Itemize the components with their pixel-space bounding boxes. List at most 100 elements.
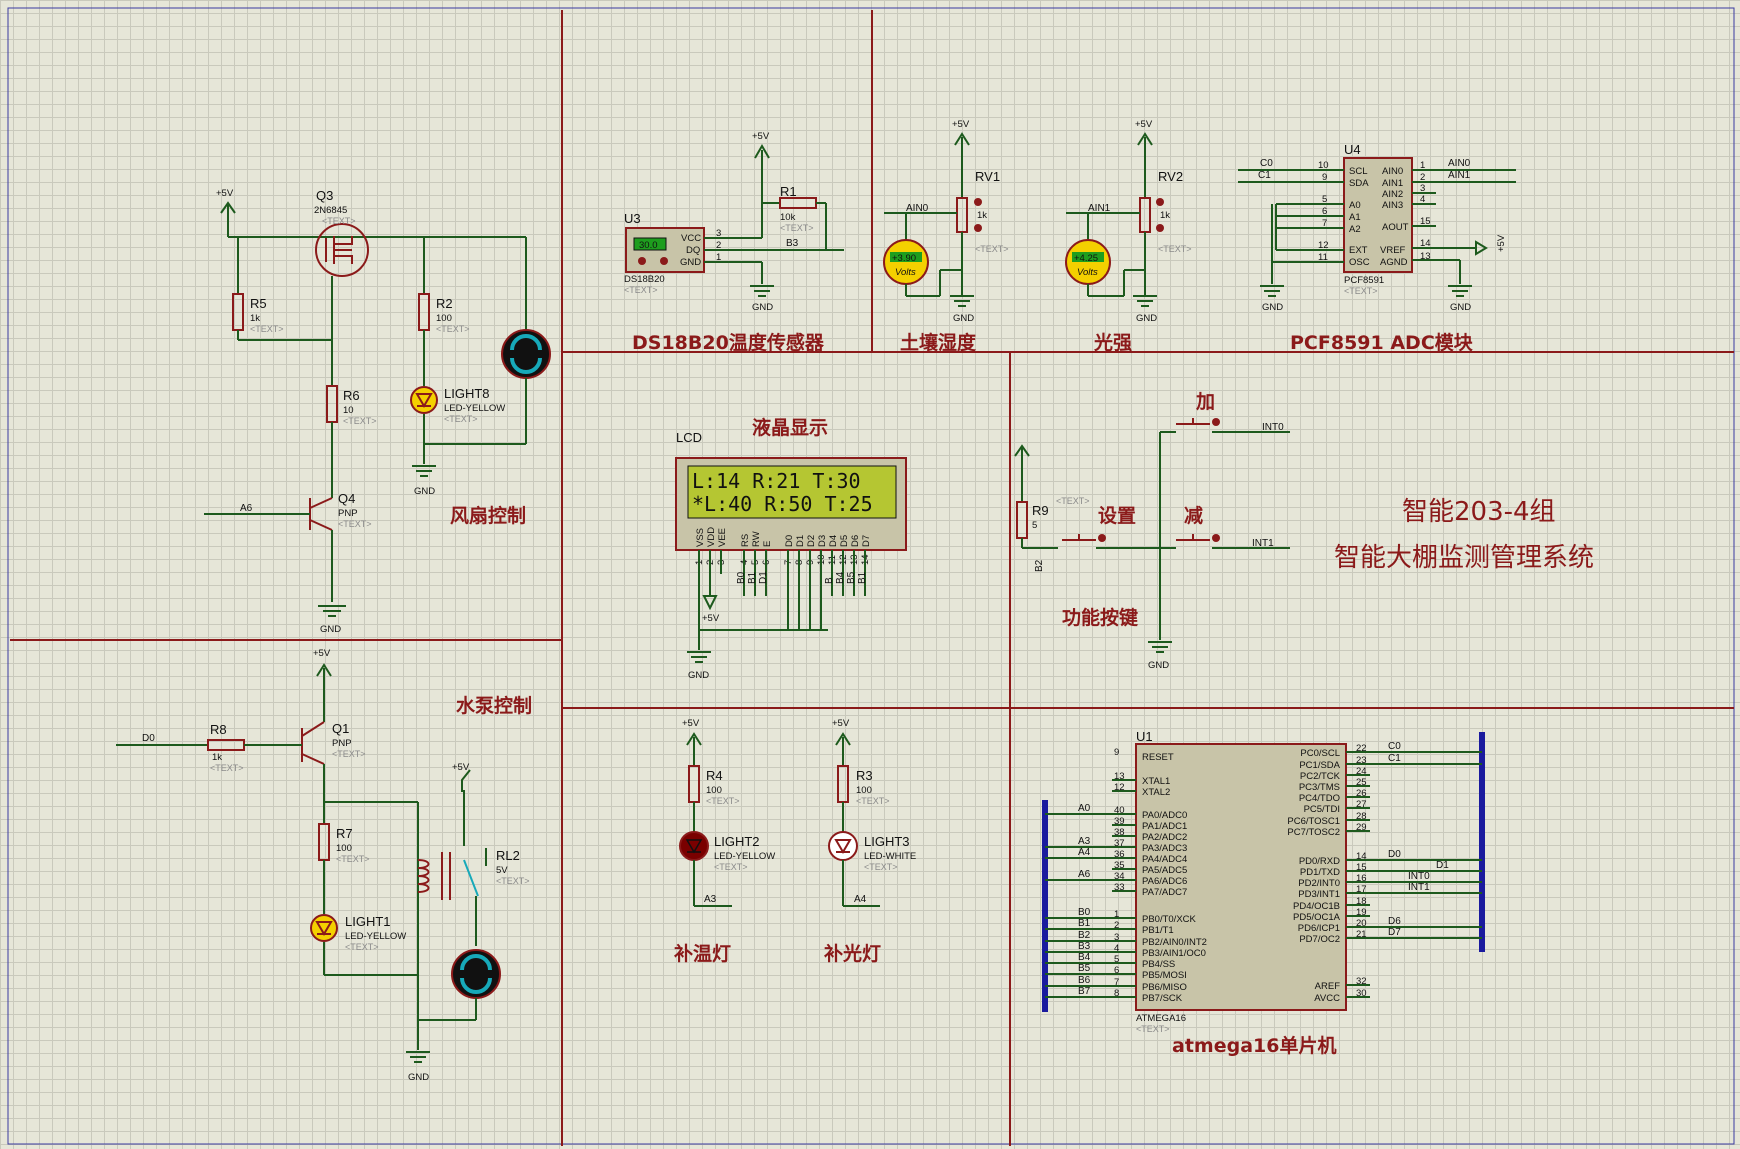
mcu-pin-label: PC0/SCL xyxy=(1300,748,1340,759)
r7-value: 100 xyxy=(336,843,352,854)
pin: AIN3 xyxy=(1382,200,1403,211)
led-light3[interactable] xyxy=(828,831,858,861)
pin-num: 10 xyxy=(1318,160,1329,171)
mcu-net-label: B3 xyxy=(1078,941,1091,952)
pin: VSS xyxy=(695,528,706,547)
pcf8591-chip[interactable] xyxy=(1343,157,1413,273)
led-light8[interactable] xyxy=(410,386,438,414)
pin-num: 1 xyxy=(716,252,721,263)
text-placeholder: <TEXT> xyxy=(343,416,377,426)
mcu-pin-label: PD4/OC1B xyxy=(1293,901,1340,912)
light8-label: LIGHT8 xyxy=(444,386,490,401)
mcu-net-label: A3 xyxy=(1078,836,1091,847)
r8-label: R8 xyxy=(210,722,227,737)
text-placeholder: <TEXT> xyxy=(856,796,890,806)
pin: A2 xyxy=(1349,224,1361,235)
mcu-pin-number: 38 xyxy=(1114,827,1125,838)
text-placeholder: <TEXT> xyxy=(250,324,284,334)
light1-type: LED-YELLOW xyxy=(345,931,406,942)
mcu-net-label: A4 xyxy=(1078,847,1091,858)
net-a6: A6 xyxy=(240,503,253,514)
gnd-label: GND xyxy=(1148,660,1169,671)
text-placeholder: <TEXT> xyxy=(1136,1024,1170,1034)
temp-sensor-title: DS18B20温度传感器 xyxy=(632,331,825,354)
pin: RS xyxy=(740,534,751,547)
lcd-section: LCD 液晶显示 L:14 R:21 T:30 *L:40 R:50 T:25 … xyxy=(675,416,907,681)
ds18b20-part: DS18B20 xyxy=(624,274,665,285)
lcd-line1: L:14 R:21 T:30 xyxy=(692,469,861,493)
led-light2[interactable] xyxy=(679,831,709,861)
q1-label: Q1 xyxy=(332,721,349,736)
gnd-label: GND xyxy=(1262,302,1283,313)
net-a3: A3 xyxy=(704,894,717,905)
mcu-pin-number: 7 xyxy=(1114,977,1119,988)
rv1-value: 1k xyxy=(977,210,987,221)
mcu-pin-number: 32 xyxy=(1356,976,1367,987)
pin-num: 2 xyxy=(716,240,721,251)
resistor-r4[interactable] xyxy=(688,765,700,803)
mcu-pin-label: PA0/ADC0 xyxy=(1142,810,1187,821)
mcu-pin-label: PA7/ADC7 xyxy=(1142,887,1187,898)
mcu-pin-number: 33 xyxy=(1114,882,1125,893)
pin: AGND xyxy=(1380,257,1408,268)
mcu-pin-number: 26 xyxy=(1356,788,1367,799)
fan-control-section: +5V Q3 2N6845 <TEXT> R5 1k <TEXT> R6 10 … xyxy=(204,188,551,635)
text-placeholder: <TEXT> xyxy=(322,216,356,226)
mcu-pin-label: PD2/INT0 xyxy=(1298,878,1340,889)
net-d0: D0 xyxy=(142,733,155,744)
mcu-net-label: INT0 xyxy=(1408,871,1430,882)
mcu-pin-label: AREF xyxy=(1315,981,1341,992)
pin: VEE xyxy=(717,528,728,547)
mcu-net-label: C1 xyxy=(1388,753,1401,764)
mosfet-q3[interactable] xyxy=(315,223,369,277)
mcu-pin-number: 25 xyxy=(1356,777,1367,788)
pin: SDA xyxy=(1349,178,1369,189)
gnd-label: GND xyxy=(414,486,435,497)
net-ain0: AIN0 xyxy=(1448,158,1471,169)
mcu-pin-label: PB6/MISO xyxy=(1142,982,1187,993)
pin-num: 13 xyxy=(1420,251,1431,262)
resistor-r6[interactable] xyxy=(326,385,338,423)
text-placeholder: <TEXT> xyxy=(864,862,898,872)
pin-gnd: GND xyxy=(680,257,701,268)
net-label: B1 xyxy=(747,571,758,584)
potentiometer-rv2[interactable] xyxy=(1139,197,1151,233)
pin: A0 xyxy=(1349,200,1361,211)
led-light1[interactable] xyxy=(310,914,338,942)
resistor-r3[interactable] xyxy=(837,765,849,803)
resistor-r8[interactable] xyxy=(207,739,245,751)
potentiometer-rv1[interactable] xyxy=(956,197,968,233)
pin: SCL xyxy=(1349,166,1367,177)
lcd-label: LCD xyxy=(676,430,702,445)
text-placeholder: <TEXT> xyxy=(780,223,814,233)
mcu-pin-number: 6 xyxy=(1114,965,1119,976)
resistor-r7[interactable] xyxy=(318,823,330,861)
atmega16-chip[interactable] xyxy=(1135,743,1347,1011)
mcu-pin-number: 35 xyxy=(1114,860,1125,871)
resistor-r2[interactable] xyxy=(418,293,430,331)
gnd-label: GND xyxy=(1136,313,1157,324)
mcu-pin-label: PA2/ADC2 xyxy=(1142,832,1187,843)
rv1-meter-value: +3.90 xyxy=(892,253,916,264)
pin: AIN1 xyxy=(1382,178,1403,189)
mcu-pin-label: PB2/AIN0/INT2 xyxy=(1142,937,1207,948)
pin: RW xyxy=(751,531,762,547)
mcu-pin-number: 27 xyxy=(1356,799,1367,810)
mcu-pin-label: PB3/AIN1/OC0 xyxy=(1142,948,1206,959)
text-placeholder: <TEXT> xyxy=(332,749,366,759)
resistor-r1[interactable] xyxy=(779,197,817,209)
net-label: B5 xyxy=(846,571,857,584)
resistor-r9[interactable] xyxy=(1016,501,1028,539)
r6-value: 10 xyxy=(343,405,354,416)
pin-num: 15 xyxy=(1420,216,1431,227)
pin: EXT xyxy=(1349,245,1368,256)
q3-label: Q3 xyxy=(316,188,333,203)
r2-value: 100 xyxy=(436,313,452,324)
mcu-pin-number: 14 xyxy=(1356,851,1367,862)
resistor-r5[interactable] xyxy=(232,293,244,331)
light2-type: LED-YELLOW xyxy=(714,851,775,862)
mcu-net-label: B5 xyxy=(1078,963,1091,974)
text-placeholder: <TEXT> xyxy=(436,324,470,334)
mcu-net-label: D7 xyxy=(1388,927,1401,938)
